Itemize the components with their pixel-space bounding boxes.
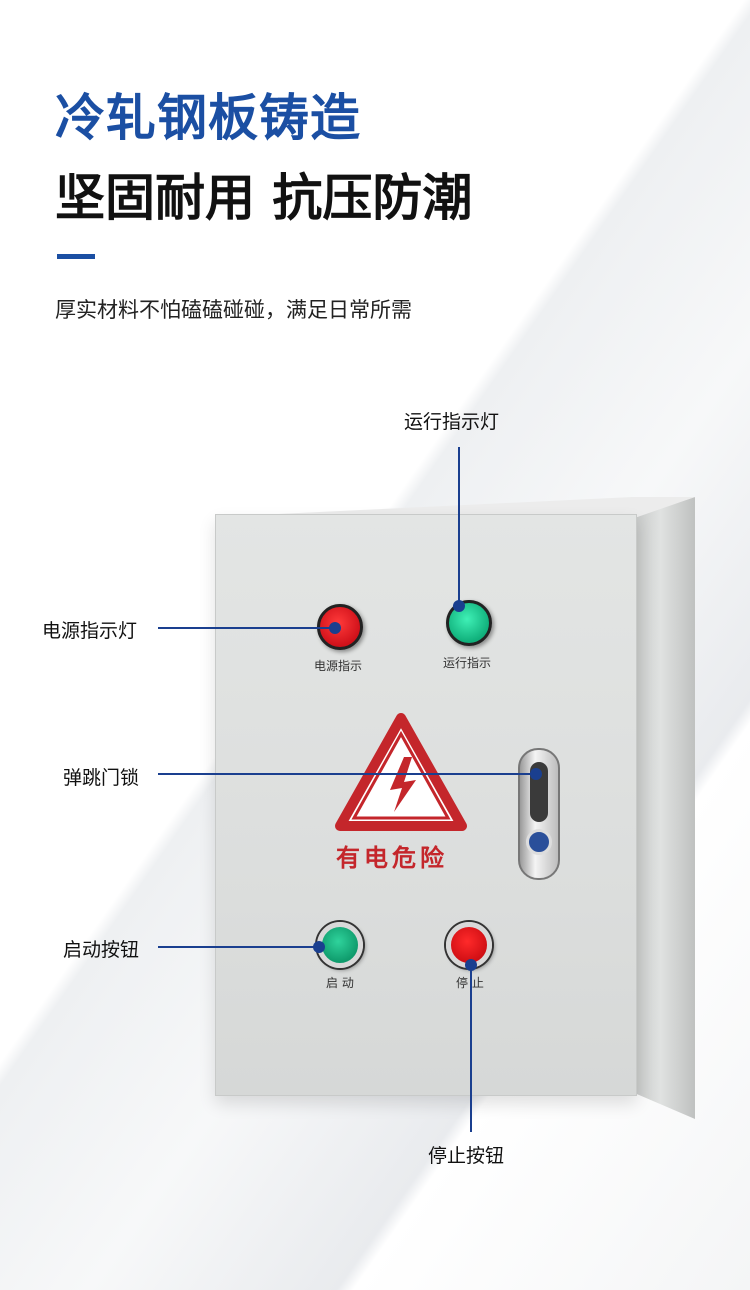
callout-line (158, 946, 318, 948)
callout-door-lock: 弹跳门锁 (63, 767, 140, 789)
key-lock-icon (526, 829, 552, 855)
run-lamp-label: 运行指示 (443, 656, 492, 670)
stop-button-label: 停 止 (456, 976, 484, 990)
callout-dot (329, 622, 341, 634)
callout-dot (313, 941, 325, 953)
callout-line (470, 966, 472, 1132)
callout-start-button: 启动按钮 (63, 939, 140, 961)
power-lamp-label: 电源指示 (314, 659, 363, 673)
callout-dot (453, 600, 465, 612)
subtitle: 厚实材料不怕磕磕碰碰，满足日常所需 (55, 298, 412, 322)
callout-line (458, 447, 460, 607)
start-button-label: 启 动 (326, 976, 354, 990)
callout-run-light: 运行指示灯 (404, 411, 500, 433)
callout-line (158, 627, 338, 629)
headline-black: 坚固耐用 抗压防潮 (55, 169, 473, 227)
callout-dot (465, 959, 477, 971)
callout-power-light: 电源指示灯 (42, 620, 138, 642)
run-indicator-lamp (446, 600, 492, 646)
warning-text: 有电危险 (336, 844, 448, 872)
high-voltage-warning-icon (335, 713, 467, 831)
accent-bar (57, 254, 95, 259)
callout-stop-button: 停止按钮 (428, 1145, 505, 1167)
cabinet-side (637, 497, 695, 1119)
headline-blue: 冷轧钢板铸造 (55, 89, 361, 147)
callout-line (158, 773, 536, 775)
callout-dot (530, 768, 542, 780)
